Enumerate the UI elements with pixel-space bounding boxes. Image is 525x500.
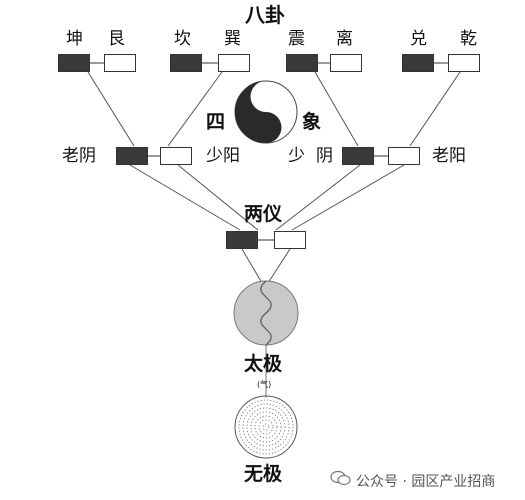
trigram-dui-yang-square — [448, 54, 480, 72]
trigram-label-kan: 坎 — [174, 29, 191, 49]
trigram-kun-yang-square — [104, 54, 136, 72]
yin-yang-icon — [234, 80, 298, 144]
trigram-zhen-yang-square — [330, 54, 362, 72]
line-oldyang-mode — [291, 164, 405, 231]
trigram-dui-yin-square — [402, 54, 434, 72]
line-oldyin-mode — [129, 164, 241, 231]
trigram-kun-yin-square — [58, 54, 90, 72]
trigram-label-qian: 乾 — [460, 29, 477, 49]
label-taiji-sub: (气) — [257, 380, 272, 389]
trigram-label-kun: 坤 — [66, 29, 83, 49]
trigram-label-li: 离 — [336, 29, 353, 49]
label-wuji: 无极 — [244, 463, 283, 485]
connector-lines — [87, 71, 461, 284]
trigram-kan-yin-square — [170, 54, 202, 72]
wuji-circle-icon — [234, 395, 298, 459]
wechat-icon — [330, 470, 351, 486]
label-old-yin: 老阴 — [62, 146, 96, 166]
trigram-label-gen: 艮 — [108, 29, 125, 49]
line-kun-oldyin — [87, 71, 135, 147]
trigram-label-dui: 兑 — [410, 29, 427, 49]
line-mode-taiji-left — [241, 248, 263, 284]
title-bagua: 八卦 — [245, 3, 285, 27]
four-images-right-yang-square — [388, 147, 420, 165]
label-young-yin-1: 少 — [288, 146, 305, 166]
four-images-left-yang-square — [160, 147, 192, 165]
label-young-yang: 少阳 — [206, 146, 240, 166]
four-images-right-yin-square — [342, 147, 374, 165]
label-two-modes: 两仪 — [244, 203, 283, 225]
trigram-label-xun: 巽 — [224, 29, 241, 49]
four-images-label-right: 象 — [302, 111, 322, 133]
line-qian-oldyang — [409, 71, 461, 147]
two-modes-yang-square — [274, 231, 306, 249]
watermark-text: 公众号 · 园区产业招商 — [356, 474, 496, 490]
four-images-label-left: 四 — [206, 111, 226, 133]
label-old-yang: 老阳 — [432, 146, 466, 166]
line-youngyin-mode — [275, 164, 361, 231]
line-youngyang-mode — [177, 164, 259, 231]
two-modes-yin-square — [226, 231, 258, 249]
line-mode-taiji-right — [267, 248, 291, 284]
four-images-left-yin-square — [116, 147, 148, 165]
trigram-label-zhen: 震 — [288, 29, 305, 49]
label-young-yin-2: 阴 — [316, 146, 333, 166]
line-zhen-youngyin — [314, 71, 359, 147]
trigram-zhen-yin-square — [286, 54, 318, 72]
line-gen-youngyang — [167, 71, 223, 147]
label-taiji: 太极 — [244, 353, 283, 375]
trigram-kan-yang-square — [218, 54, 250, 72]
